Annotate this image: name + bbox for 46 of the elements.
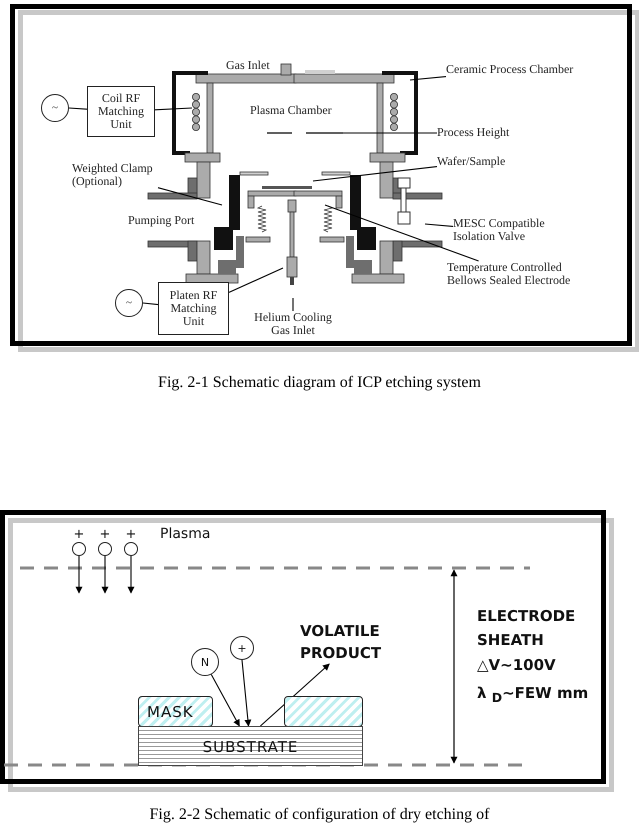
- part-label: Plasma Chamber: [250, 104, 333, 117]
- charge-sign: +: [72, 528, 86, 541]
- callout-label: Wafer/Sample: [437, 155, 517, 169]
- product-label: VOLATILE PRODUCT: [300, 620, 410, 664]
- arrow: [210, 674, 240, 727]
- leader-line: [410, 76, 446, 81]
- callout-label: Process Height: [437, 126, 527, 140]
- charge-sign: +: [124, 528, 138, 541]
- sheath-label: ELECTRODE SHEATH: [477, 606, 576, 651]
- ac-source-symbol: ~: [41, 94, 69, 122]
- part-label: Gas Inlet: [226, 59, 271, 72]
- ion-symbol: +: [230, 636, 254, 660]
- callout-label: Helium Cooling Gas Inlet: [250, 311, 336, 339]
- leader-line: [158, 187, 222, 206]
- figure-caption: Fig. 2-2 Schematic of configuration of dry etching of: [148, 806, 490, 824]
- arrow: [76, 556, 82, 594]
- debye-length-label: λ $_{D}$~FEW mm: [477, 684, 590, 705]
- callout-label: MESC Compatible Isolation Valve: [453, 217, 563, 245]
- neutral-particle-symbol: N: [191, 648, 219, 676]
- callout-label: Temperature Controlled Bellows Sealed Electrode: [447, 261, 587, 289]
- leader-line: [228, 268, 284, 293]
- connector-line: [68, 107, 88, 110]
- figure-caption: Fig. 2-1 Schematic diagram of ICP etching system: [157, 374, 482, 392]
- mask-block: [284, 696, 363, 727]
- matching-unit-box: Platen RF Matching Unit: [158, 282, 229, 335]
- connector-line: [142, 302, 158, 306]
- leader-line: [292, 298, 294, 311]
- callout-label: Weighted Clamp (Optional): [72, 162, 158, 190]
- substrate-layer: SUBSTRATE: [138, 726, 363, 766]
- charge-sign: +: [98, 528, 112, 541]
- arrow: [102, 556, 108, 594]
- plasma-label: Plasma: [160, 526, 212, 542]
- matching-unit-box: Coil RF Matching Unit: [87, 86, 155, 137]
- arrow: [128, 556, 134, 594]
- voltage-label: △V~100V: [477, 656, 557, 674]
- callout-label: Ceramic Process Chamber: [446, 63, 586, 77]
- ac-source-symbol: ~: [115, 289, 143, 317]
- arrow: [241, 660, 252, 727]
- arrow: [260, 664, 330, 726]
- leader-line: [324, 204, 479, 262]
- mask-block: MASK: [138, 696, 213, 727]
- leader-line: [154, 107, 192, 110]
- leader-line: [343, 132, 437, 134]
- leader-line: [312, 166, 438, 182]
- leader-line: [424, 223, 454, 227]
- part-label: Pumping Port: [128, 214, 196, 227]
